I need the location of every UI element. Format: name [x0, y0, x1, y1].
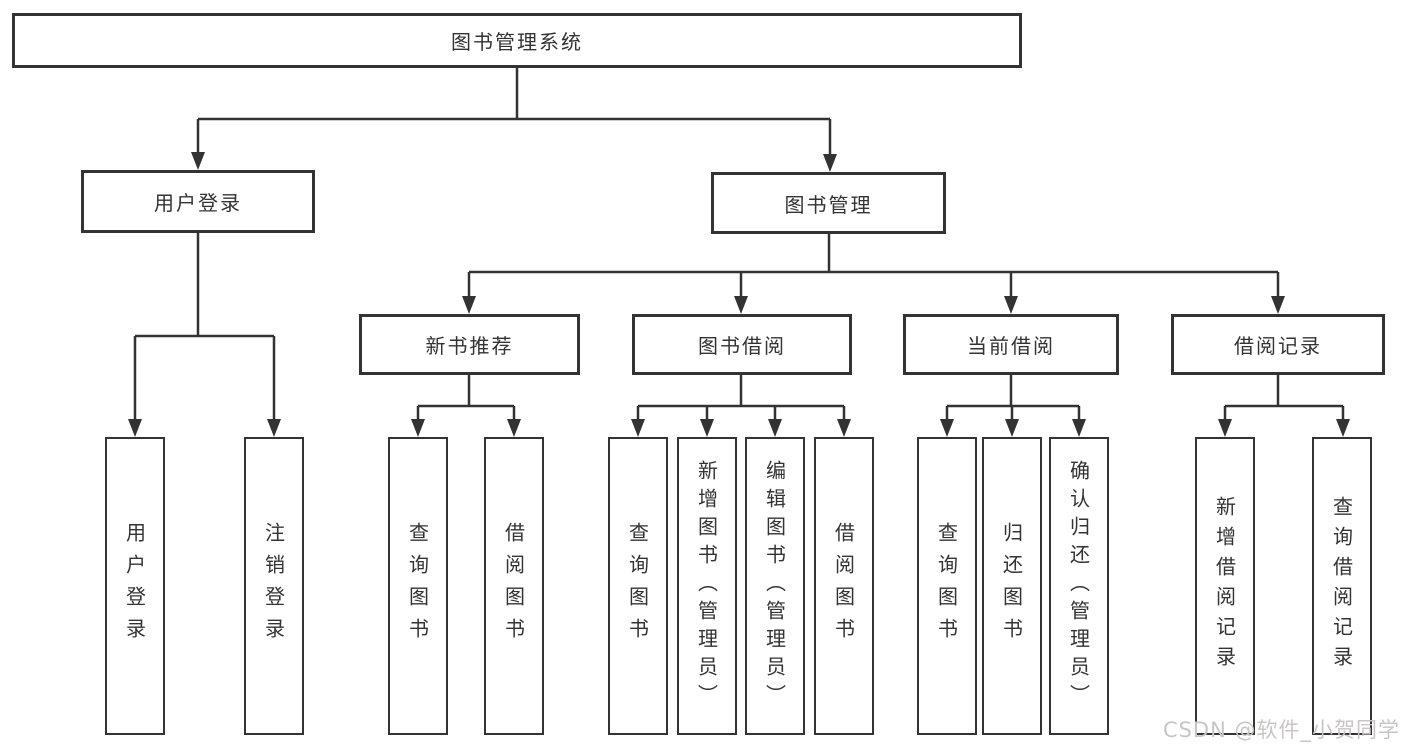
node-borrowing-records: 借阅记录 [1171, 314, 1385, 375]
leaf-add-books-admin: 新增图书（管理员） [677, 437, 737, 735]
node-borrowing-records-label: 借阅记录 [1234, 334, 1322, 358]
node-current-borrowing-label: 当前借阅 [967, 334, 1055, 358]
node-library-system-label: 图书管理系统 [451, 30, 583, 54]
leaf-edit-books-admin: 编辑图书（管理员） [745, 437, 805, 735]
connector-borrowing-records [1223, 375, 1345, 421]
connector-new-book [416, 375, 516, 421]
node-new-book-recommendation-label: 新书推荐 [425, 334, 514, 358]
leaf-borrow-books-recommend: 借阅图书 [484, 437, 544, 735]
node-book-borrowing-label: 图书借阅 [698, 334, 786, 358]
leaf-user-login: 用户登录 [105, 437, 165, 735]
connector-book-borrowing [636, 375, 846, 421]
leaf-borrow-books-borrowing: 借阅图书 [814, 437, 874, 735]
leaf-logout: 注销登录 [244, 437, 304, 735]
node-book-borrowing: 图书借阅 [632, 314, 852, 375]
leaf-query-books-recommend: 查询图书 [388, 437, 448, 735]
connector-current-borrowing [945, 375, 1081, 421]
node-book-management: 图书管理 [711, 172, 946, 234]
node-current-borrowing: 当前借阅 [903, 314, 1119, 375]
node-user-login: 用户登录 [81, 170, 315, 233]
node-new-book-recommendation: 新书推荐 [359, 314, 580, 375]
leaf-add-borrow-record: 新增借阅记录 [1195, 437, 1255, 735]
leaf-query-books-current: 查询图书 [917, 437, 977, 735]
connector-book-management [467, 234, 1280, 298]
watermark: CSDN @软件_小贺同学 [1162, 718, 1400, 742]
leaf-return-books: 归还图书 [982, 437, 1042, 735]
connector-user-login [133, 233, 276, 421]
leaf-query-borrow-record: 查询借阅记录 [1312, 437, 1372, 735]
node-book-management-label: 图书管理 [784, 192, 873, 217]
leaf-confirm-return-admin: 确认归还（管理员） [1049, 437, 1109, 735]
connector-root [196, 68, 832, 156]
arrowheads [128, 152, 1350, 437]
node-library-system: 图书管理系统 [12, 13, 1022, 68]
leaf-query-books-borrowing: 查询图书 [608, 437, 668, 735]
node-user-login-label: 用户登录 [154, 191, 242, 215]
